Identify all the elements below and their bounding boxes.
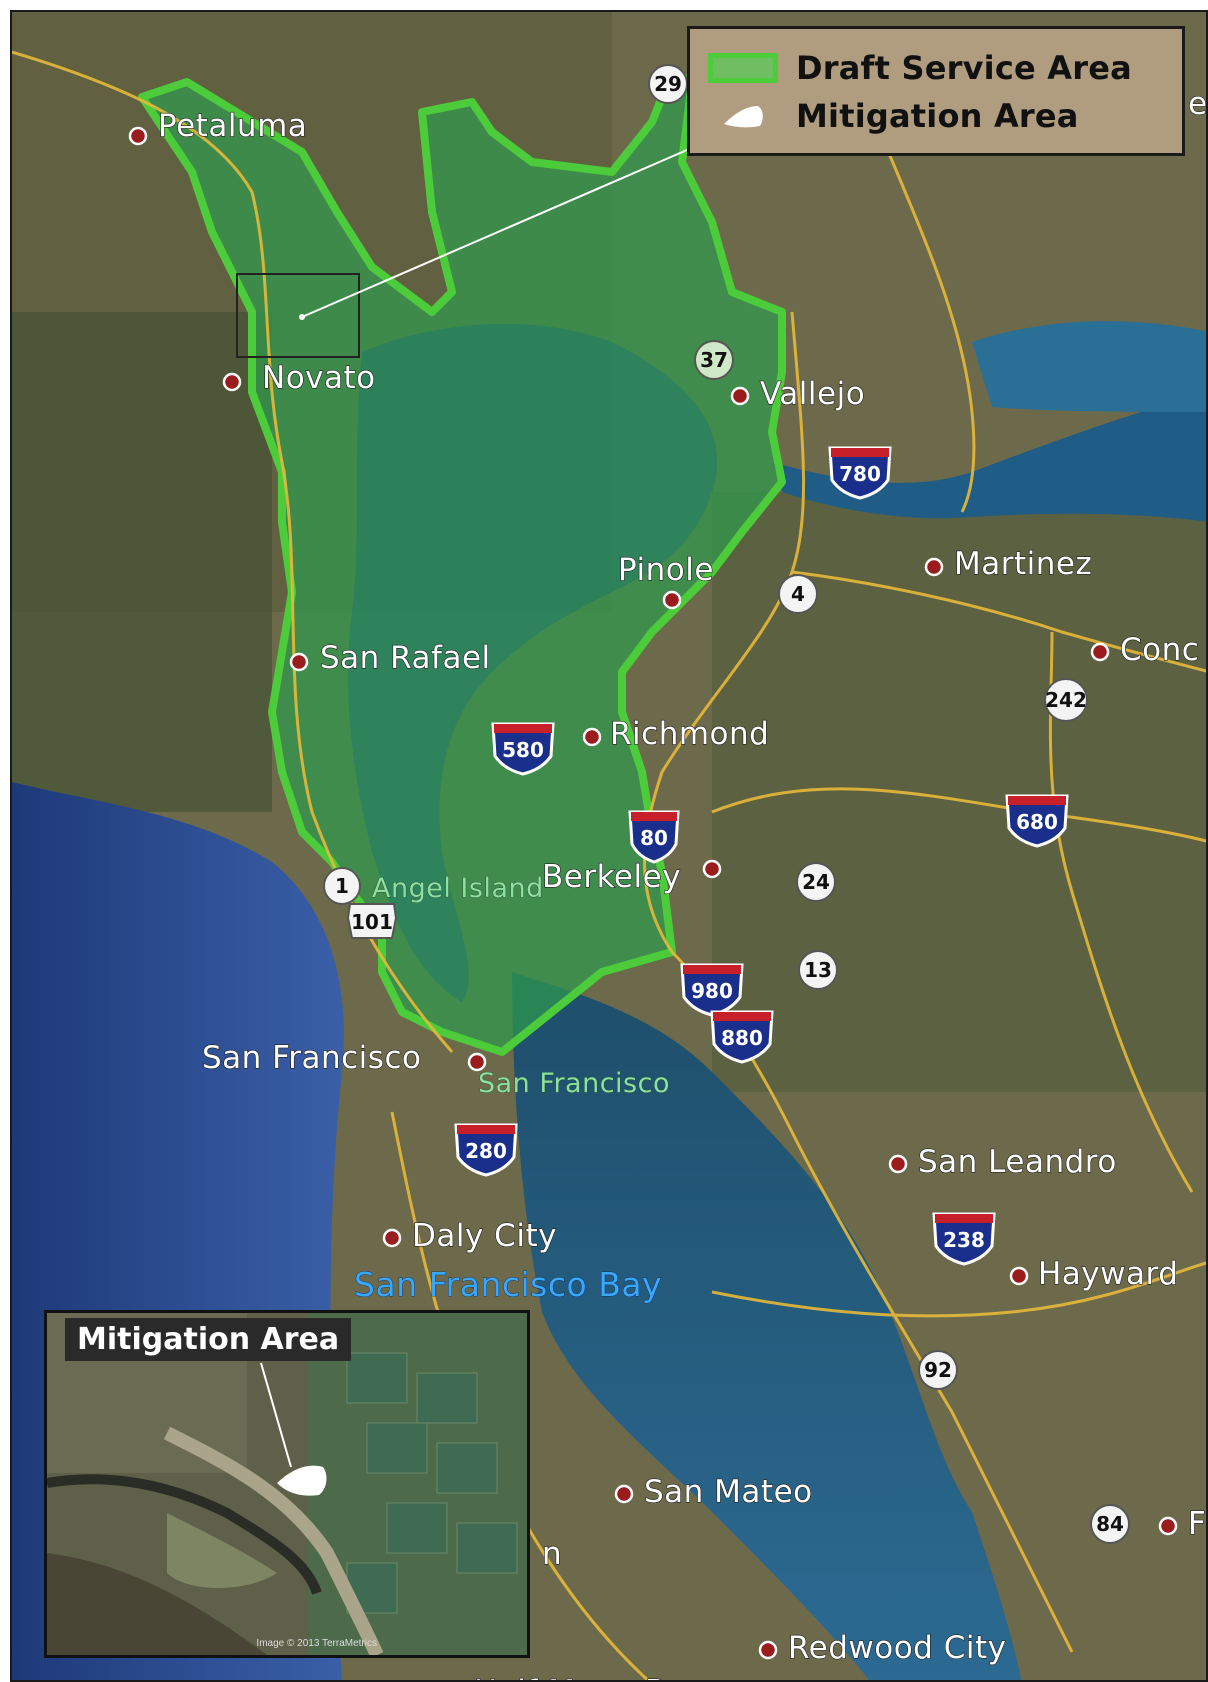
city-dot-novato[interactable]: [222, 372, 242, 392]
shield-i780[interactable]: 780: [828, 446, 892, 500]
legend-label-service-area: Draft Service Area: [796, 49, 1132, 87]
city-dot-petaluma[interactable]: [128, 126, 148, 146]
label-pinole: Pinole: [618, 552, 714, 588]
city-dot-daly-city[interactable]: [382, 1228, 402, 1248]
svg-text:580: 580: [502, 738, 544, 762]
shield-ca24[interactable]: 24: [796, 862, 836, 902]
shield-ca29[interactable]: 29: [648, 64, 688, 104]
label-concord: Conc: [1120, 632, 1199, 668]
inset-locator-box: [236, 273, 360, 358]
inset-mitigation-area[interactable]: [277, 1465, 327, 1496]
city-dot-pinole[interactable]: [662, 590, 682, 610]
shield-i80[interactable]: 80: [628, 810, 680, 864]
mitigation-inset-map[interactable]: Mitigation Area Image © 2013 TerraMetric…: [44, 1310, 530, 1658]
svg-text:37: 37: [700, 348, 728, 372]
mitigation-shape-icon: [724, 106, 763, 128]
label-vallejo: Vallejo: [760, 376, 865, 412]
label-san-francisco: San Francisco: [202, 1040, 421, 1076]
label-san-rafael: San Rafael: [320, 640, 491, 676]
shield-ca37[interactable]: 37: [694, 340, 734, 380]
city-dot-san-mateo[interactable]: [614, 1484, 634, 1504]
inset-aerial-image: [47, 1313, 527, 1655]
service-area-swatch: [708, 53, 778, 83]
city-dot-san-leandro[interactable]: [888, 1154, 908, 1174]
svg-text:880: 880: [721, 1026, 763, 1050]
inset-title: Mitigation Area: [65, 1318, 352, 1361]
shield-i980[interactable]: 980: [680, 963, 744, 1017]
shield-i238[interactable]: 238: [932, 1212, 996, 1266]
map-legend: Draft Service Area Mitigation Area: [687, 26, 1185, 156]
shield-i580[interactable]: 580: [491, 722, 555, 776]
label-fremont: Fr: [1188, 1506, 1208, 1542]
city-dot-martinez[interactable]: [924, 557, 944, 577]
label-san-mateo: San Mateo: [644, 1474, 813, 1510]
label-richmond: Richmond: [610, 716, 769, 752]
svg-text:80: 80: [640, 826, 668, 850]
label-daly-city: Daly City: [412, 1218, 557, 1254]
mitigation-callout-line: [301, 139, 711, 318]
land-marin-hills: [12, 312, 272, 812]
highways: [12, 50, 1206, 1680]
shield-ca4[interactable]: 4: [778, 574, 818, 614]
interstate-shields: 780 580 80 680 980 880: [454, 446, 1069, 1266]
city-dot-vallejo[interactable]: [730, 386, 750, 406]
legend-label-mitigation-area: Mitigation Area: [796, 97, 1079, 135]
city-markers: [128, 126, 1178, 1660]
shield-ca84[interactable]: 84: [1090, 1504, 1130, 1544]
city-dot-san-francisco[interactable]: [467, 1052, 487, 1072]
inset-image-credit: Image © 2013 TerraMetrics: [256, 1638, 377, 1649]
suisun-bay: [972, 321, 1206, 412]
label-half-moon-bay: Half Moon Bay: [474, 1674, 705, 1682]
city-dot-fremont[interactable]: [1158, 1516, 1178, 1536]
legend-row-mitigation-area: Mitigation Area: [708, 97, 1079, 135]
city-dot-redwood-city[interactable]: [758, 1640, 778, 1660]
label-san-francisco-small: San Francisco: [478, 1068, 670, 1099]
shield-ca13[interactable]: 13: [798, 950, 838, 990]
label-martinez: Martinez: [954, 546, 1092, 582]
city-dot-berkeley[interactable]: [702, 859, 722, 879]
san-pablo-bay-water: [348, 323, 718, 1002]
shield-i280[interactable]: 280: [454, 1123, 518, 1177]
city-dot-richmond[interactable]: [582, 727, 602, 747]
label-angel-island: Angel Island: [372, 873, 544, 904]
mitigation-area-swatch: [708, 101, 778, 131]
shield-ca1[interactable]: 1: [323, 867, 361, 905]
label-san-leandro: San Leandro: [918, 1144, 1117, 1180]
label-redwood-city: Redwood City: [788, 1630, 1006, 1666]
svg-text:242: 242: [1045, 688, 1087, 712]
svg-text:238: 238: [943, 1228, 985, 1252]
svg-text:780: 780: [839, 462, 881, 486]
svg-text:1: 1: [335, 874, 349, 898]
label-berkeley: Berkeley: [542, 859, 681, 895]
city-dot-concord[interactable]: [1090, 642, 1110, 662]
city-dot-san-rafael[interactable]: [289, 652, 309, 672]
shield-ca92[interactable]: 92: [918, 1350, 958, 1390]
mitigation-area-marker[interactable]: [299, 314, 305, 320]
svg-text:92: 92: [924, 1358, 952, 1382]
svg-text:24: 24: [802, 870, 830, 894]
legend-row-service-area: Draft Service Area: [708, 49, 1132, 87]
south-bay-water: [512, 972, 1022, 1680]
state-route-shields: 29 37 4 242 24 13 1 101: [323, 64, 1130, 1544]
label-top-cut: el: [1188, 86, 1208, 122]
svg-text:980: 980: [691, 979, 733, 1003]
svg-text:29: 29: [654, 72, 682, 96]
inset-callout-line: [260, 1362, 292, 1468]
shield-us101[interactable]: 101: [346, 903, 398, 939]
label-san-francisco-bay: San Francisco Bay: [354, 1265, 662, 1304]
city-dot-hayward[interactable]: [1009, 1266, 1029, 1286]
svg-text:4: 4: [791, 582, 805, 606]
svg-text:84: 84: [1096, 1512, 1124, 1536]
svg-text:13: 13: [804, 958, 832, 982]
shield-i880[interactable]: 880: [710, 1010, 774, 1064]
label-petaluma: Petaluma: [158, 108, 307, 144]
shield-i680[interactable]: 680: [1005, 794, 1069, 848]
svg-text:280: 280: [465, 1139, 507, 1163]
shield-ca242[interactable]: 242: [1044, 678, 1088, 722]
label-novato: Novato: [262, 360, 376, 396]
svg-text:101: 101: [351, 910, 393, 934]
label-inset-cut: n: [542, 1536, 562, 1572]
label-hayward: Hayward: [1038, 1256, 1178, 1292]
svg-text:680: 680: [1016, 810, 1058, 834]
